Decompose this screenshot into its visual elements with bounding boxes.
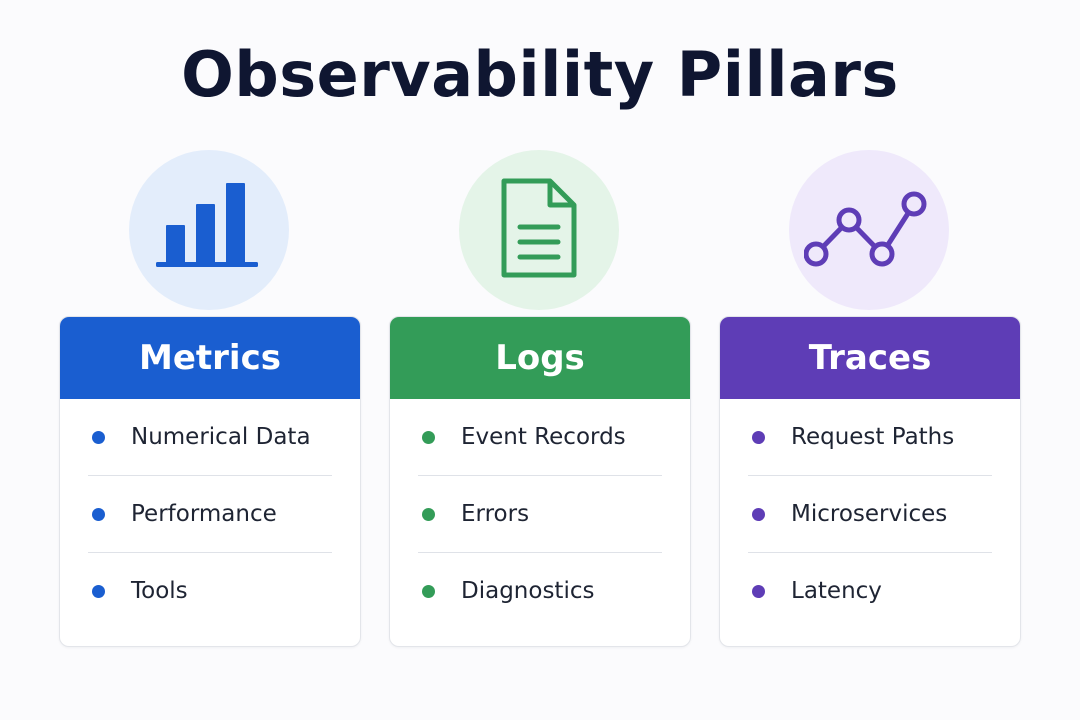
list-item: Latency <box>748 553 992 629</box>
metrics-icon-circle <box>129 150 289 310</box>
item-label: Performance <box>131 501 277 527</box>
pillar-logs: Logs Event Records Errors Diagnostics <box>389 150 691 647</box>
bar-chart-icon <box>156 183 258 267</box>
logs-list: Event Records Errors Diagnostics <box>390 399 690 629</box>
logs-icon-circle <box>459 150 619 310</box>
list-item: Request Paths <box>748 399 992 476</box>
bullet <box>752 584 765 598</box>
list-item: Performance <box>88 476 332 553</box>
traces-card: Traces Request Paths Microservices Laten… <box>719 316 1021 647</box>
item-label: Numerical Data <box>131 424 311 450</box>
bullet <box>92 507 105 521</box>
item-label: Microservices <box>791 501 948 527</box>
list-item: Errors <box>418 476 662 553</box>
list-item: Numerical Data <box>88 399 332 476</box>
logs-card-header: Logs <box>390 317 690 399</box>
metrics-card: Metrics Numerical Data Performance Tools <box>59 316 361 647</box>
list-item: Microservices <box>748 476 992 553</box>
item-label: Diagnostics <box>461 578 595 604</box>
bullet <box>422 430 435 444</box>
item-label: Request Paths <box>791 424 955 450</box>
bullet <box>422 584 435 598</box>
item-label: Errors <box>461 501 530 527</box>
list-item: Event Records <box>418 399 662 476</box>
trace-path-icon <box>804 191 927 267</box>
item-label: Event Records <box>461 424 626 450</box>
metrics-card-header: Metrics <box>60 317 360 399</box>
list-item: Tools <box>88 553 332 629</box>
list-item: Diagnostics <box>418 553 662 629</box>
bullet <box>92 430 105 444</box>
metrics-list: Numerical Data Performance Tools <box>60 399 360 629</box>
bullet <box>752 507 765 521</box>
bullet <box>422 507 435 521</box>
document-icon <box>501 178 577 278</box>
logs-card: Logs Event Records Errors Diagnostics <box>389 316 691 647</box>
page-title: Observability Pillars <box>181 38 899 111</box>
bullet <box>92 584 105 598</box>
pillar-metrics: Metrics Numerical Data Performance Tools <box>59 150 361 647</box>
item-label: Tools <box>131 578 188 604</box>
traces-card-header: Traces <box>720 317 1020 399</box>
traces-list: Request Paths Microservices Latency <box>720 399 1020 629</box>
pillar-traces: Traces Request Paths Microservices Laten… <box>719 150 1021 647</box>
traces-icon-circle <box>789 150 949 310</box>
bullet <box>752 430 765 444</box>
item-label: Latency <box>791 578 882 604</box>
